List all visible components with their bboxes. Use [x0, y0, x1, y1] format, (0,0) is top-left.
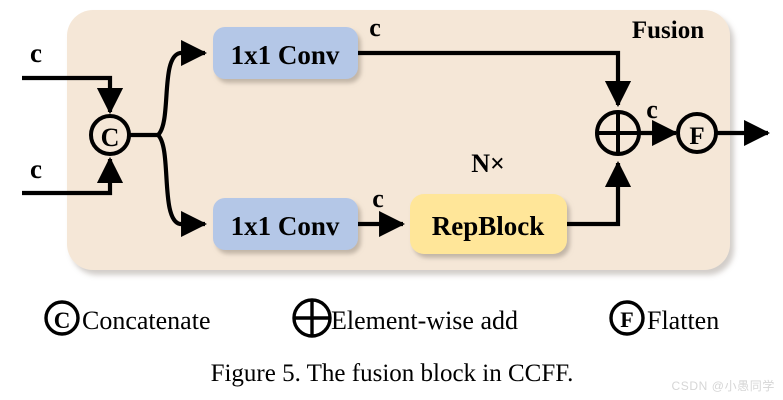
repblock-label: RepBlock: [432, 211, 545, 241]
repeat-count-label: N×: [471, 149, 505, 178]
legend-concatenate-label: Concatenate: [82, 306, 211, 335]
wire-conv-top-to-add: [358, 50, 632, 108]
flatten-node-label: F: [689, 123, 704, 150]
wire-split-to-conv-bottom: [156, 133, 208, 238]
edge-label-conv-top-out: c: [369, 13, 381, 42]
legend-flatten-label: Flatten: [647, 306, 719, 335]
wire-input-bottom: [22, 156, 124, 196]
conv-bottom-block-label: 1x1 Conv: [231, 211, 340, 241]
conv-bottom-block: [213, 198, 358, 250]
wire-split-to-conv-top: [156, 39, 208, 137]
conv-top-block-label: 1x1 Conv: [231, 40, 340, 70]
concatenate-node-label: C: [101, 123, 120, 152]
repblock: [410, 194, 567, 254]
wire-input-top: [22, 75, 124, 115]
input-bottom-label: c: [30, 154, 42, 184]
figure-caption: Figure 5. The fusion block in CCFF.: [211, 360, 574, 387]
elementwise-add-node-glyph: [597, 112, 639, 154]
csdn-watermark: CSDN @小愚同学: [671, 379, 775, 393]
legend-elementwise-add-label: Element-wise add: [331, 306, 518, 335]
edge-label-add-out: c: [646, 95, 658, 124]
wire-repblock-to-add: [567, 160, 632, 227]
panel-title: Fusion: [632, 17, 704, 44]
input-top-label: c: [30, 38, 42, 68]
legend-flatten-symbol: F: [620, 307, 633, 332]
legend-concatenate-icon: [44, 300, 80, 336]
conv-top-block: [213, 27, 358, 79]
legend-elementwise-add-glyph: [294, 300, 330, 336]
legend-flatten-icon: [609, 300, 645, 336]
legend-concatenate-symbol: C: [54, 308, 71, 333]
edge-label-conv-bottom-out: c: [372, 184, 384, 213]
